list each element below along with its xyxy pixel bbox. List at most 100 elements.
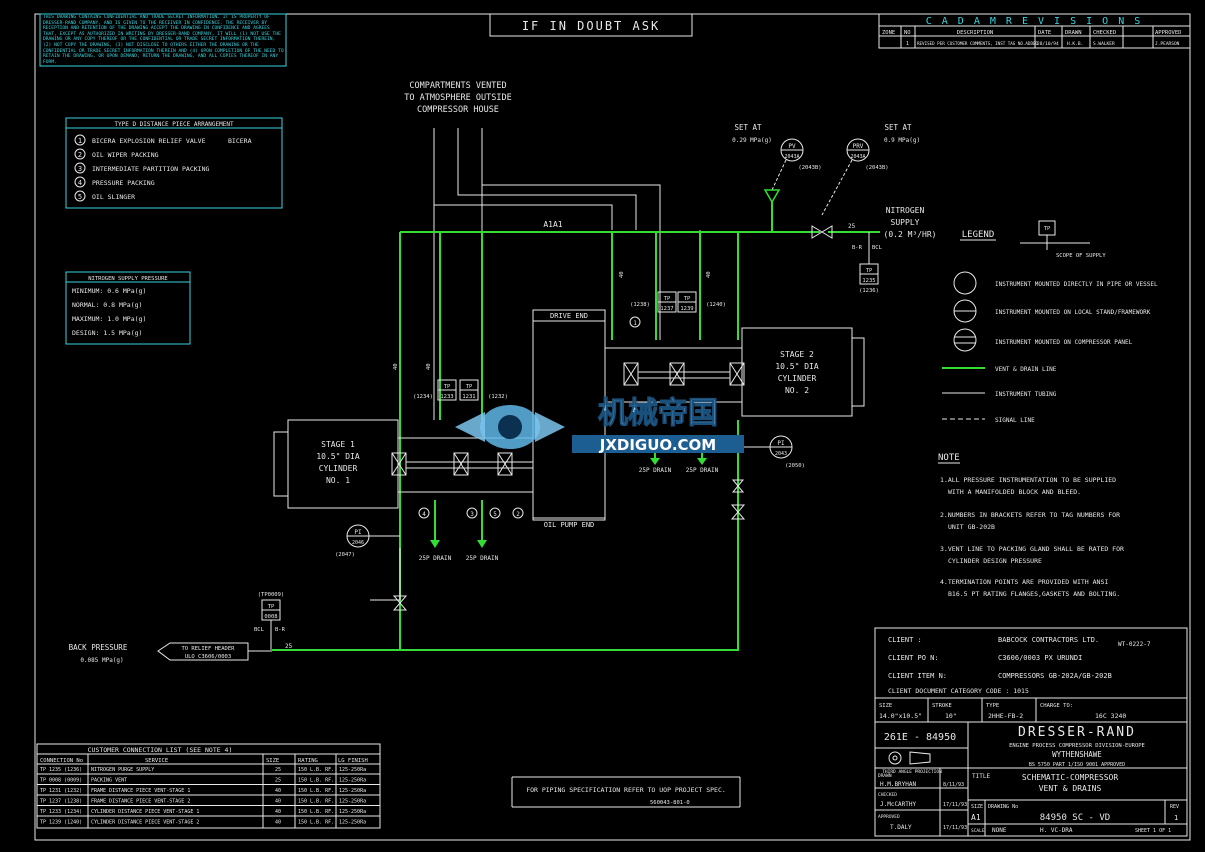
- table-cell: 125-250Ra: [339, 778, 366, 784]
- connection-list: CUSTOMER CONNECTION LIST (SEE NOTE 4) CO…: [36, 743, 381, 829]
- pv-set-value: 0.29 MPa(g): [732, 137, 772, 144]
- tp-ref: (1236): [859, 288, 879, 294]
- tp-1237: TP 1237 (1238): [630, 291, 677, 313]
- title-value: SCHEMATIC-COMPRESSOR: [1022, 773, 1119, 782]
- table-cell: TP 0008 (0009): [40, 778, 82, 784]
- tp-num: 1235: [862, 278, 875, 284]
- rev-row-date: 28/10/94: [1037, 41, 1059, 47]
- tp-br: B-R: [852, 245, 863, 251]
- table-cell: 25: [275, 778, 281, 784]
- job-number: 261E - 84950: [884, 732, 956, 743]
- legend-item: VENT & DRAIN LINE: [995, 366, 1057, 373]
- item-callout-number: 3: [470, 511, 474, 518]
- prv-valve-icon: [811, 225, 833, 239]
- item-number: 1: [78, 137, 82, 145]
- tp-num: 1231: [462, 394, 475, 400]
- table-cell: 25: [275, 767, 281, 773]
- nitrogen-label: NITROGEN: [886, 206, 925, 215]
- drawing-code: H. VC-DRA: [1040, 827, 1073, 834]
- col-header: LG FINISH: [338, 758, 368, 764]
- pi-tag: PI: [354, 529, 362, 536]
- rev-col-drawn: DRAWN: [1065, 30, 1082, 36]
- compartments-line-1: COMPARTMENTS VENTED: [409, 81, 506, 91]
- watermark: 机械帝国 JXDIGUO.COM: [455, 396, 744, 454]
- title-label: TITLE: [972, 773, 990, 780]
- tp-num: 1239: [680, 306, 693, 312]
- stage-1-label: 10.5" DIA: [316, 452, 360, 461]
- legend-title: LEGEND: [962, 230, 995, 240]
- drawn-date: 8/11/93: [943, 782, 964, 788]
- back-pressure-label: BACK PRESSURE: [69, 643, 128, 652]
- schematic: A1A1 25 25P DRAIN 25P DRAIN 25P DRAIN 25…: [69, 123, 937, 664]
- rev-col-approved: APPROVED: [1155, 30, 1182, 36]
- tp-1235: TP 1235 (1236) B-R BCL: [852, 232, 883, 294]
- client-po-label: CLIENT PO N:: [888, 654, 939, 662]
- tp-br: B-R: [275, 627, 286, 633]
- vent-line: [481, 128, 661, 230]
- title-value: VENT & DRAINS: [1039, 784, 1102, 793]
- table-cell: FRAME DISTANCE PIECE VENT-STAGE 2: [91, 799, 190, 805]
- drive-end-frame: [532, 309, 606, 521]
- nitrogen-pressure-row: MAXIMUM: 1.0 MPa(g): [72, 315, 146, 323]
- tp-1231: TP 1231 (1232): [459, 379, 508, 401]
- item-extra: BICERA: [228, 137, 252, 145]
- relief-header-label: TO RELIEF HEADER: [182, 646, 236, 652]
- item-number-circle: [74, 162, 86, 174]
- checked-label: CHECKED: [878, 792, 897, 798]
- rev-label: REV: [1170, 804, 1179, 810]
- table-cell: 125-250Ra: [339, 767, 366, 773]
- distance-piece-item: 5 OIL SLINGER: [74, 190, 135, 202]
- col-header: RATING: [298, 758, 318, 764]
- legend-item: INSTRUMENT MOUNTED ON COMPRESSOR PANEL: [995, 339, 1133, 346]
- distance-piece-title: TYPE D DISTANCE PIECE ARRANGEMENT: [114, 121, 234, 128]
- pv-num: 2043A: [784, 154, 799, 160]
- pi-ref: (2047): [335, 552, 355, 558]
- revisions-title: C A D A M R E V I S I O N S: [926, 16, 1143, 27]
- checked-date: 17/11/93: [943, 802, 967, 808]
- stage-1-label: STAGE 1: [321, 440, 355, 449]
- stage-2-label: CYLINDER: [778, 374, 817, 383]
- rev-row-drawn: H.K.B.: [1067, 41, 1083, 47]
- scope-tp-tag: TP: [1044, 226, 1051, 232]
- table-cell: CYLINDER DISTANCE PIECE VENT-STAGE 1: [91, 809, 199, 815]
- item-callout-number: 4: [422, 511, 426, 518]
- item-label: INTERMEDIATE PARTITION PACKING: [92, 165, 209, 173]
- tp-tag: TP: [684, 296, 691, 302]
- nitrogen-pressure-title: NITROGEN SUPPLY PRESSURE: [88, 276, 167, 282]
- tp-1233: TP 1233 (1234): [413, 379, 457, 401]
- confidential-text: THIS DRAWING CONTAINS CONFIDENTIAL AND T…: [43, 15, 284, 65]
- relief-header-ref: ULO C3606/0003: [185, 654, 231, 660]
- stage-2-cylinder: [741, 327, 853, 417]
- table-cell: 125-250Ra: [339, 820, 366, 826]
- table-cell: TP 1237 (1238): [40, 799, 82, 805]
- item-callout-number: 1: [633, 320, 637, 327]
- stage-2-distance-piece: [604, 347, 743, 403]
- col-header: CONNECTION No: [40, 758, 83, 764]
- tp-0008: TP 0008 (TP0009) BCL B-R: [254, 592, 286, 650]
- note-line: 1.ALL PRESSURE INSTRUMENTATION TO BE SUP…: [940, 476, 1116, 484]
- tp-bcl: BCL: [254, 627, 265, 633]
- distance-piece-item: 2 OIL WIPER PACKING: [74, 148, 159, 160]
- prv-set-at: SET AT: [884, 123, 912, 132]
- approved-value: T.DALY: [890, 824, 912, 831]
- type-value: 2HHE-FB-2: [988, 712, 1023, 720]
- tp-tag: TP: [268, 604, 275, 610]
- legend: LEGEND TP SCOPE OF SUPPLY INSTRUMENT MOU…: [942, 220, 1158, 424]
- pi-2043: PI 2043 (2050): [730, 435, 805, 520]
- piping-spec-line: FOR PIPING SPECIFICATION REFER TO UOP PR…: [526, 786, 726, 794]
- item-callout: [489, 507, 501, 519]
- table-cell: TP 1233 (1234): [40, 809, 82, 815]
- drain-label: 25P DRAIN: [686, 467, 719, 474]
- scale-value: NONE: [992, 827, 1007, 834]
- nitrogen-pressure-row: NORMAL: 0.8 MPa(g): [72, 301, 142, 309]
- table-cell: 150 L.B. RF.: [298, 778, 334, 784]
- doc-category: CLIENT DOCUMENT CATEGORY CODE : 1015: [888, 687, 1029, 695]
- drain-return-line: [400, 420, 739, 651]
- item-callout: [512, 507, 524, 519]
- table-cell: 40: [275, 799, 281, 805]
- line-size: 40: [393, 363, 399, 370]
- drawing-number: 84950 SC - VD: [1040, 813, 1110, 823]
- rev-col-checked: CHECKED: [1093, 30, 1116, 36]
- tp-1239: TP 1239 (1240): [677, 291, 726, 313]
